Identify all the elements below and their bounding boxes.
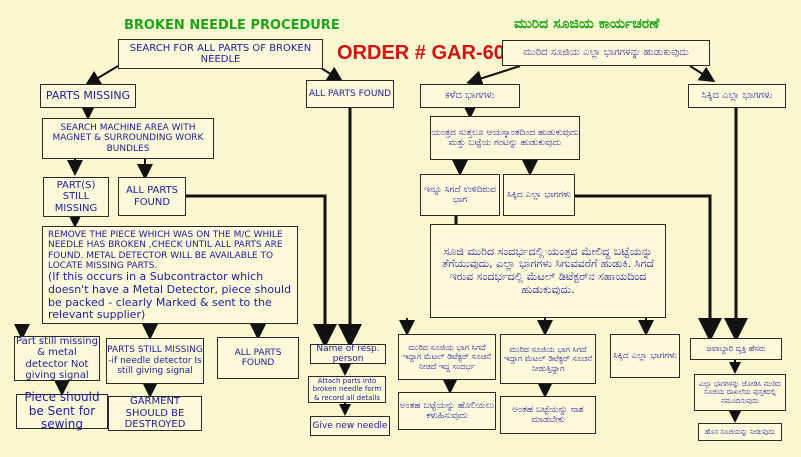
- remove-piece-box: REMOVE THE PIECE WHICH WAS ON THE M/C WH…: [42, 226, 298, 324]
- title-kannada: ಮುರಿದ ಸೂಜಿಯ ಕಾರ್ಯಚರಣೆ: [514, 16, 660, 32]
- all-parts-found-top-box: ALL PARTS FOUND: [306, 80, 394, 108]
- still-missing-no-signal-box: Part still missing & metal detector Not …: [14, 336, 100, 381]
- kn-search-all-parts-box: ಮುರಿದ ಸೂಜಿಯ ಎಲ್ಲಾ ಭಾಗಗಳನ್ನು ಹುಡುಕುವುದು: [502, 40, 710, 66]
- parts-still-missing-box: PART(S) STILL MISSING: [43, 177, 109, 217]
- kn-destroy-garment-box: ಅಂತಹ ಬಟ್ಟೆಯನ್ನು ನಾಶ ಮಾಡಬೇಕು: [500, 396, 596, 434]
- attach-parts-box: Attach parts into broken needle form & r…: [308, 376, 386, 403]
- give-new-needle-box: Give new needle: [310, 416, 390, 436]
- kn-missing-no-signal-box: ಮುರಿದ ಸೂಜಿಯ ಭಾಗ ಸಿಗದೆ ಇದ್ದಾಗ ಮೆಟಲ್ ಡಿಟೆಕ…: [398, 334, 496, 380]
- kn-remove-piece-box: ಸೂಜಿ ಮುರಿದ ಸಂದರ್ಭದಲ್ಲಿ ಯಂತ್ರದ ಮೇಲಿದ್ದ ಬಟ…: [430, 224, 666, 318]
- kn-search-machine-area-box: ಯಂತ್ರದ ಸುತ್ತಲೂ ಆಯಸ್ಕಾಂತದಿಂದ ಹುಡುಕುವುದು ಮ…: [430, 116, 580, 160]
- kn-all-parts-found-top-box: ಸಿಕ್ಕಿದ ಎಲ್ಲಾ ಭಾಗಗಳು: [688, 84, 786, 108]
- all-parts-found-low-box: ALL PARTS FOUND: [217, 337, 299, 379]
- order-number: ORDER # GAR-60: [337, 42, 505, 64]
- piece-sent-for-sewing-box: Piece should be Sent for sewing: [16, 390, 108, 431]
- kn-send-for-sewing-box: ಅಂತಹ ಬಟ್ಟೆಯನ್ನು ಹೊಲಿಯಲು ಕಳುಹಿಸುವುದು: [398, 392, 496, 430]
- title-english: BROKEN NEEDLE PROCEDURE: [124, 18, 340, 33]
- parts-missing-box: PARTS MISSING: [40, 84, 136, 108]
- kn-all-found-low-box: ಸಿಕ್ಕಿದ ಎಲ್ಲಾ ಭಾಗಗಳು: [610, 334, 680, 378]
- garment-destroyed-box: GARMENT SHOULD BE DESTROYED: [108, 396, 202, 431]
- kn-parts-missing-box: ಕಳೆದ ಭಾಗಗಳು: [420, 84, 520, 108]
- kn-still-missing-box: ಇನ್ನೂ ಸಿಗದೆ ಉಳಿದಿರುವ ಭಾಗ: [420, 174, 500, 216]
- all-parts-found-mid-box: ALL PARTS FOUND: [118, 177, 186, 216]
- search-machine-area-box: SEARCH MACHINE AREA WITH MAGNET & SURROU…: [42, 118, 214, 159]
- subcontractor-note: (If this occurs in a Subcontractor which…: [48, 270, 292, 322]
- kn-responsible-person-box: ಜವಾಬ್ದಾರಿ ವ್ಯಕ್ತಿ ಹೆಸರು: [690, 338, 782, 360]
- kn-attach-parts-box: ಎಲ್ಲಾ ಭಾಗಗಳನ್ನು ಜೋಡಿಸಿ ಮುರಿದ ಸೂಜಿಯ ದಾಖಲೆ…: [694, 374, 786, 411]
- name-of-responsible-person-box: Name of resp. person: [310, 344, 386, 364]
- kn-missing-signal-box: ಮುರಿದ ಸೂಜಿಯ ಭಾಗ ಸಿಗದೆ ಇದ್ದಾಗ ಮೆಟಲ್ ಡಿಟೆಕ…: [500, 334, 596, 384]
- kn-all-found-mid-box: ಸಿಕ್ಕಿದ ಎಲ್ಲಾ ಭಾಗಗಳು: [503, 174, 575, 216]
- still-missing-signal-box: PARTS STILL MISSING -if needle detector …: [106, 338, 204, 384]
- search-all-parts-box: SEARCH FOR ALL PARTS OF BROKEN NEEDLE: [118, 39, 323, 69]
- kn-new-needle-box: ಹೊಸ ಸೂಜಿಯನ್ನು ನೀಡುವುದು: [698, 423, 782, 441]
- remove-piece-instructions: REMOVE THE PIECE WHICH WAS ON THE M/C WH…: [48, 230, 283, 272]
